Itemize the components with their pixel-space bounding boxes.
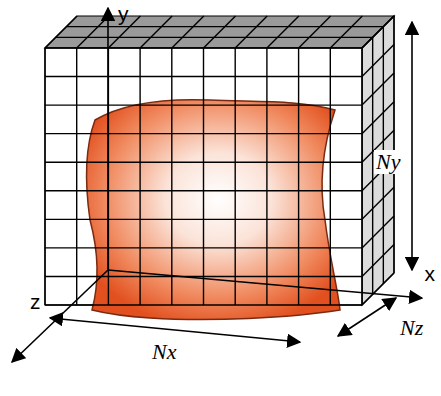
grid-line: [299, 16, 331, 48]
grid-line: [362, 216, 394, 248]
grid-line: [393, 16, 394, 273]
grid-line: [330, 48, 331, 305]
grid-line: [362, 244, 394, 276]
grid-line: [45, 16, 77, 48]
grid-line: [76, 48, 77, 305]
grid-line: [44, 48, 45, 305]
grid-line: [266, 48, 267, 305]
grid-line: [361, 48, 362, 305]
grid-line: [362, 273, 394, 305]
z-axis: [12, 270, 108, 362]
axis-label: z: [28, 290, 43, 313]
grid-line: [139, 48, 140, 305]
grid-line: [330, 16, 362, 48]
axis-label: x: [423, 262, 438, 285]
grid-line: [45, 190, 362, 191]
grid-line: [362, 16, 394, 48]
grid-line: [45, 219, 362, 220]
grid-line: [172, 16, 204, 48]
grid-line: [362, 187, 394, 219]
ny-dimension-arrow: [411, 22, 413, 270]
grid-line: [234, 48, 235, 305]
top-face: [45, 16, 394, 48]
grid-line: [203, 48, 204, 305]
grid-line: [140, 16, 172, 48]
dimension-label: Nz: [398, 316, 425, 340]
grid-line: [45, 304, 362, 305]
grid-line: [56, 37, 373, 38]
dimension-label: Nx: [150, 340, 178, 364]
grid-line: [45, 104, 362, 105]
grid-line: [45, 162, 362, 163]
grid-line: [45, 76, 362, 77]
nz-dimension-arrow: [338, 298, 396, 336]
grid-line: [267, 16, 299, 48]
grid-line: [45, 133, 362, 134]
nx-dimension-arrow: [50, 318, 300, 342]
x-axis: [108, 270, 422, 298]
grid-line: [362, 16, 394, 48]
grid-line: [45, 276, 362, 277]
grid-line: [362, 45, 394, 77]
grid-line: [66, 26, 383, 27]
grid-line: [45, 47, 362, 48]
dimension-label: Ny: [374, 150, 402, 174]
y-axis: [107, 8, 109, 270]
grid-line: [298, 48, 299, 305]
axis-label: y: [116, 2, 131, 25]
grid-line: [45, 247, 362, 248]
grid-line: [362, 73, 394, 105]
grid-line: [171, 48, 172, 305]
grid-line: [235, 16, 267, 48]
grid-line: [362, 102, 394, 134]
grid-line: [204, 16, 236, 48]
grid-line: [77, 16, 109, 48]
